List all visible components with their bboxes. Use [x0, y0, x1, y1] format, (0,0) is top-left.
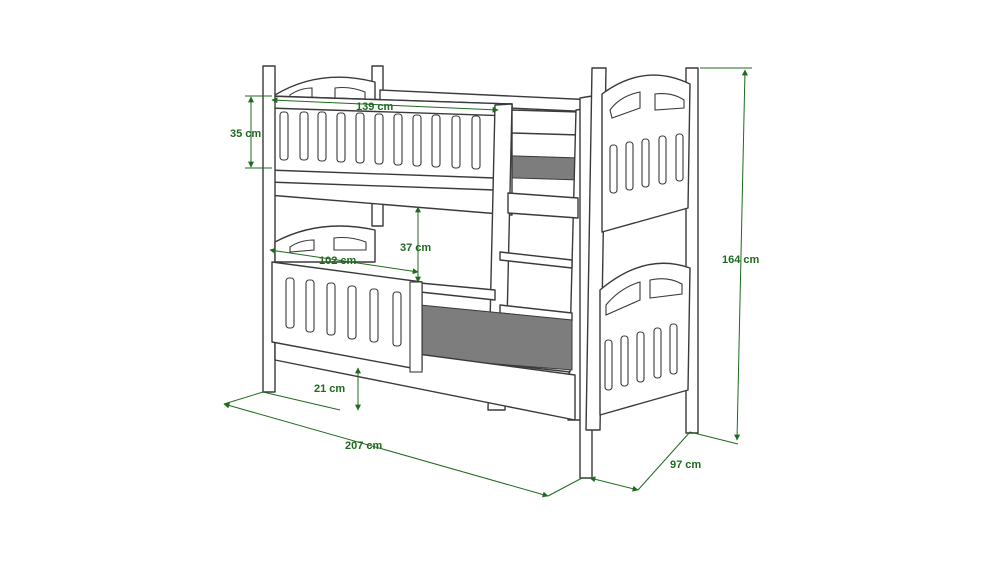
dimension-lines [223, 67, 752, 498]
front-left-post [262, 65, 276, 393]
dim-line-top-width [271, 97, 499, 113]
label-width: 97 cm [670, 459, 701, 471]
label-top-width: 139 cm [356, 101, 394, 113]
lower-right-headboard-slats [604, 323, 678, 391]
label-gap: 37 cm [400, 242, 431, 254]
lower-guard-end-post [409, 281, 423, 373]
upper-guard-slats [279, 111, 481, 170]
dim-line-length [223, 402, 549, 498]
label-length: 207 cm [345, 440, 383, 452]
upper-left-headboard-slot [289, 87, 313, 99]
label-clearance: 21 cm [314, 383, 345, 395]
lower-right-headboard-slot [605, 281, 641, 316]
dim-line-height [734, 69, 748, 441]
dimension-labels: 139 cm 35 cm 37 cm 102 cm 21 cm 207 cm 9… [230, 101, 760, 471]
upper-right-headboard-slot [609, 91, 641, 119]
lower-right-headboard-slot [649, 278, 683, 299]
bed-drawing [262, 65, 699, 479]
ladder-rung [507, 192, 579, 219]
label-height: 164 cm [722, 254, 760, 266]
upper-right-headboard-slot [654, 93, 685, 111]
label-lower-guard: 102 cm [319, 255, 357, 267]
lower-back-rail [419, 282, 496, 301]
dim-line-width [589, 476, 639, 492]
dim-line-lower-guard [269, 247, 419, 275]
upper-side-rail [511, 109, 581, 136]
ladder-rung [499, 251, 573, 269]
lower-guard-slats [285, 277, 402, 347]
upper-right-headboard-slats [609, 133, 684, 194]
label-top-height: 35 cm [230, 128, 261, 140]
